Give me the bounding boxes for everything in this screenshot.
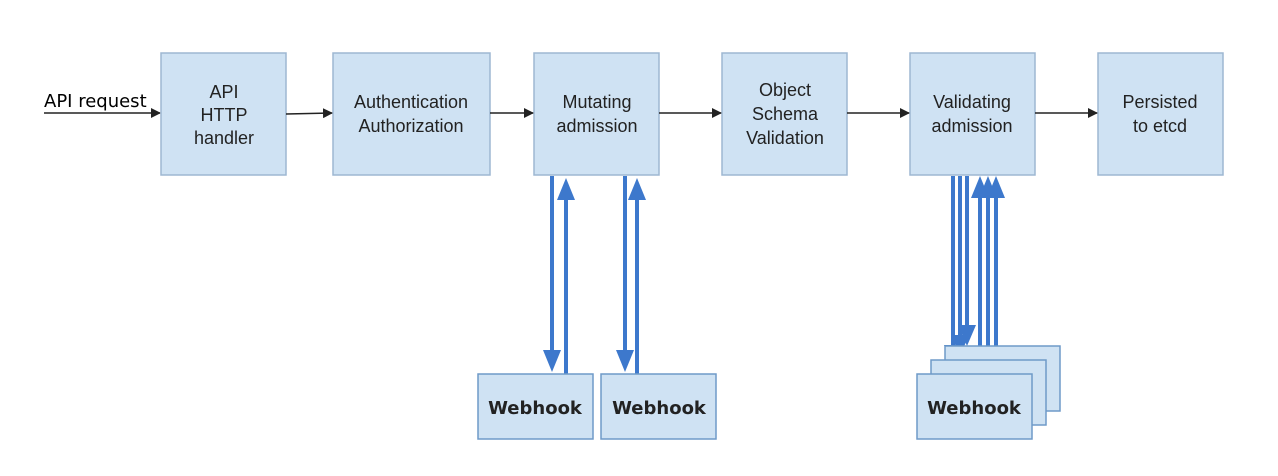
stage-label-line: Object <box>759 80 811 100</box>
stage-label-line: Schema <box>752 104 819 124</box>
stage-label-line: to etcd <box>1133 116 1187 136</box>
stage-validating-admission: Validating admission <box>909 52 1036 176</box>
stage-api-http-handler: API HTTP handler <box>160 52 287 176</box>
mutating-webhook-1-arrows <box>543 176 575 374</box>
stage-label-line: Mutating <box>562 92 631 112</box>
validating-webhook-stack: Webhook <box>916 345 1061 440</box>
stage-mutating-admission: Mutating admission <box>533 52 660 176</box>
stage-authentication-authorization: Authentication Authorization <box>332 52 491 176</box>
stage-label-line: admission <box>556 116 637 136</box>
stage-label-line: Authorization <box>358 116 463 136</box>
flow-arrow <box>285 108 333 119</box>
mutating-webhook-1: Webhook <box>477 373 594 440</box>
webhook-label: Webhook <box>927 398 1022 419</box>
mutating-webhook-2: Webhook <box>600 373 717 440</box>
webhook-label: Webhook <box>612 398 707 419</box>
stage-label-line: Validation <box>746 128 824 148</box>
stage-persisted-to-etcd: Persisted to etcd <box>1097 52 1224 176</box>
stage-label-line: HTTP <box>201 105 248 125</box>
stage-label-line: admission <box>931 116 1012 136</box>
stage-label-line: Authentication <box>354 92 468 112</box>
webhook-label: Webhook <box>488 398 583 419</box>
mutating-webhook-2-arrows <box>616 176 646 374</box>
stage-object-schema-validation: Object Schema Validation <box>721 52 848 176</box>
stage-label-line: handler <box>194 128 254 148</box>
validating-webhook-arrows <box>944 176 1005 374</box>
stage-label-line: Validating <box>933 92 1011 112</box>
webhook-stack-front <box>916 373 1033 440</box>
api-request-label: API request <box>44 91 147 112</box>
stage-label-line: API <box>209 82 238 102</box>
stage-label-line: Persisted <box>1122 92 1197 112</box>
